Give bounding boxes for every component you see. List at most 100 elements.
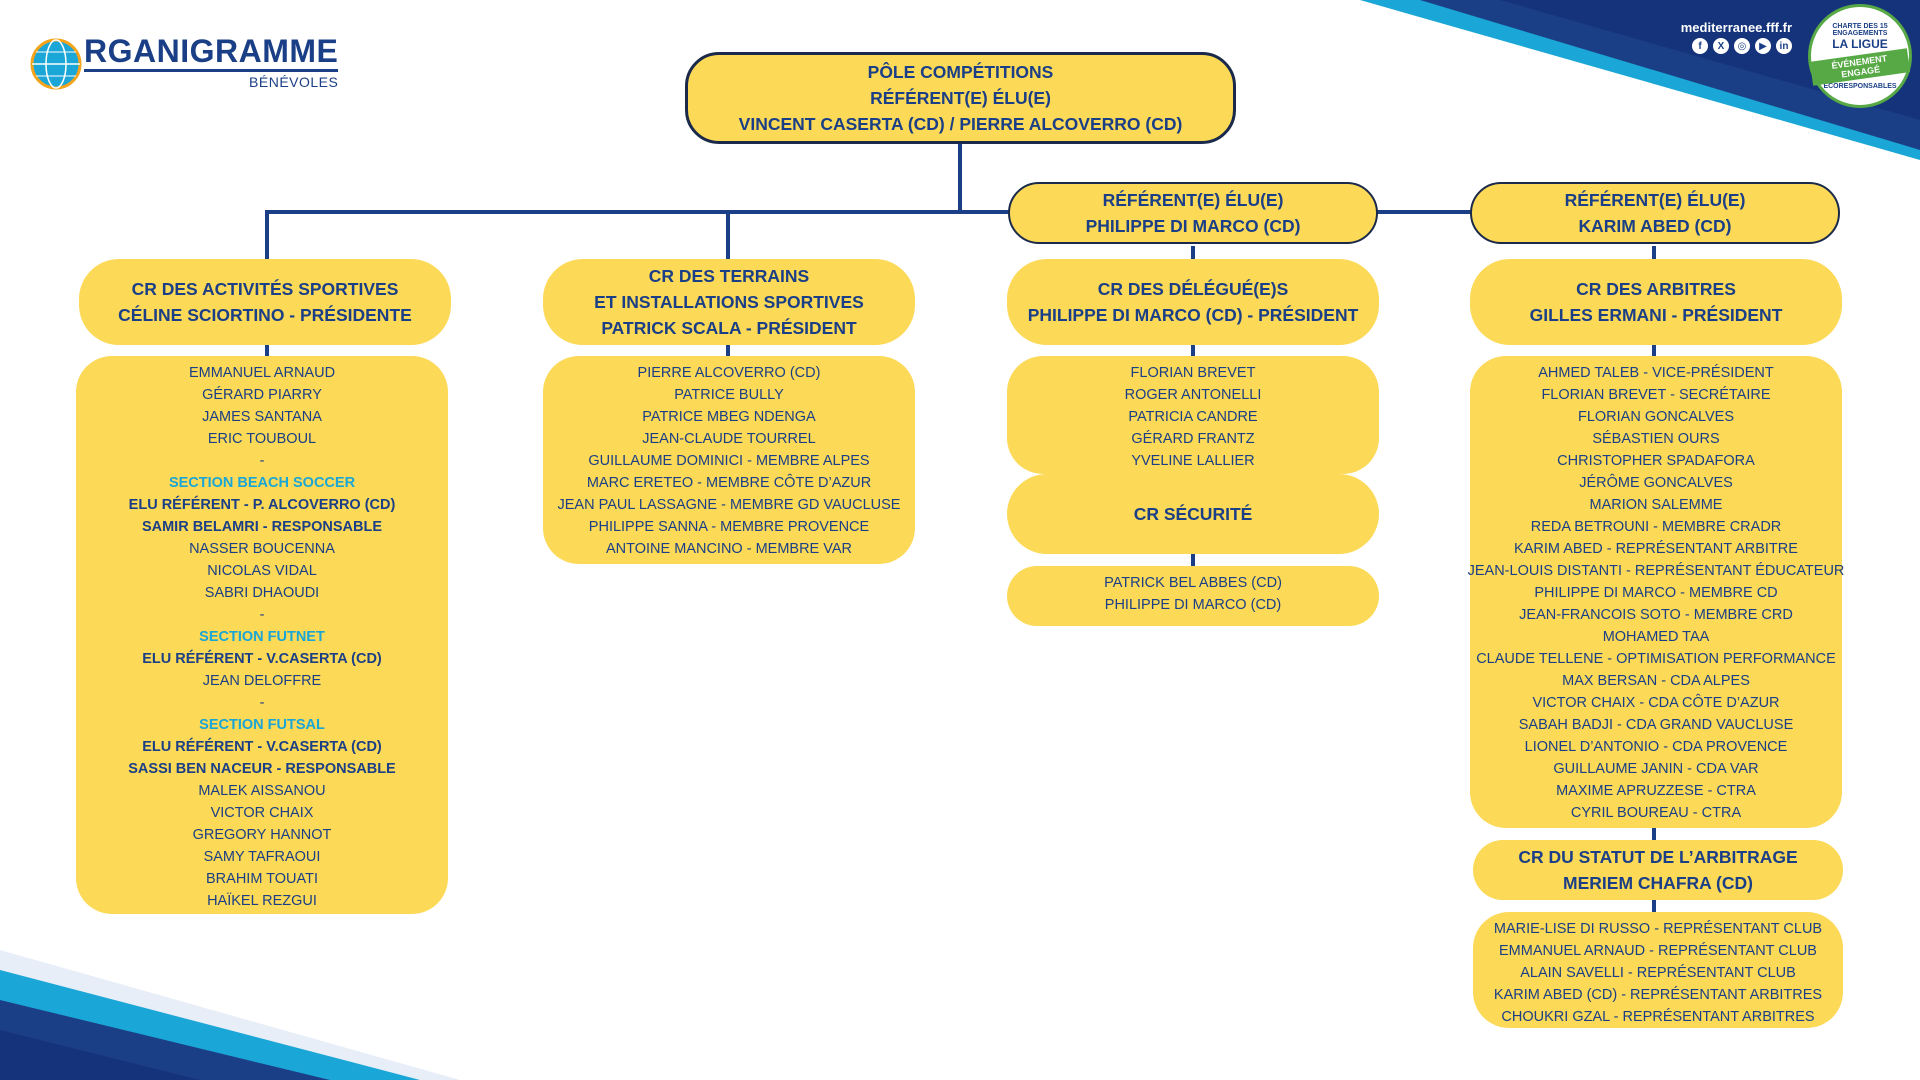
member-item: JEAN PAUL LASSAGNE - MEMBRE GD VAUCLUSE <box>557 497 901 513</box>
eco-badge: CHARTE DES 15 ENGAGEMENTS LA LIGUE ÉVÉNE… <box>1808 4 1912 108</box>
member-item: MALEK AISSANOU <box>198 783 326 799</box>
referent-col3-name: PHILIPPE DI MARCO (CD) <box>1085 216 1301 236</box>
member-item: SASSI BEN NACEUR - RESPONSABLE <box>128 761 396 777</box>
section-title: SECTION BEACH SOCCER <box>168 475 356 491</box>
member-item: GÉRARD PIARRY <box>202 387 322 403</box>
member-item: FLORIAN BREVET - SECRÉTAIRE <box>1541 387 1771 403</box>
col4-president: GILLES ERMANI - PRÉSIDENT <box>1529 305 1783 325</box>
member-item: ALAIN SAVELLI - REPRÉSENTANT CLUB <box>1520 965 1796 981</box>
referent-col4-label: RÉFÉRENT(E) ÉLU(E) <box>1564 190 1746 210</box>
member-item: FLORIAN BREVET <box>1130 365 1256 381</box>
member-item: VICTOR CHAIX - CDA CÔTE D’AZUR <box>1532 695 1780 711</box>
instagram-icon[interactable]: ◎ <box>1734 38 1750 54</box>
badge-line-3: ÉVÉNEMENT ENGAGÉ <box>1809 47 1911 86</box>
member-item: JEAN-CLAUDE TOURREL <box>642 431 816 447</box>
member-item: YVELINE LALLIER <box>1131 453 1255 469</box>
col2-subtitle: ET INSTALLATIONS SPORTIVES <box>594 292 864 312</box>
member-item: JÉRÔME GONCALVES <box>1579 475 1733 491</box>
member-item: HAÏKEL REZGUI <box>207 893 317 909</box>
cr-statut-arbitrage-header: CR DU STATUT DE L’ARBITRAGE MERIEM CHAFR… <box>1473 840 1843 900</box>
header-logo: RGANIGRAMME BÉNÉVOLES <box>30 30 339 90</box>
title-rule <box>84 69 339 72</box>
referent-col3-label: RÉFÉRENT(E) ÉLU(E) <box>1102 190 1284 210</box>
member-item: EMMANUEL ARNAUD <box>188 365 336 381</box>
member-item: SABAH BADJI - CDA GRAND VAUCLUSE <box>1518 717 1794 733</box>
pole-title: PÔLE COMPÉTITIONS <box>867 62 1054 82</box>
connector-col3-sec <box>1191 552 1195 566</box>
connector-top-down <box>958 142 962 212</box>
member-item: JEAN-FRANCOIS SOTO - MEMBRE CRD <box>1519 607 1793 623</box>
connector-col1-list <box>265 344 269 356</box>
header-title-block: RGANIGRAMME BÉNÉVOLES <box>84 34 339 90</box>
member-item: PATRICE MBEG NDENGA <box>642 409 816 425</box>
member-item: KARIM ABED (CD) - REPRÉSENTANT ARBITRES <box>1493 987 1823 1003</box>
member-item: GREGORY HANNOT <box>192 827 332 843</box>
member-item: FLORIAN GONCALVES <box>1577 409 1735 425</box>
bottom-left-stripes <box>0 950 460 1080</box>
col3-title: CR DES DÉLÉGUÉ(E)S <box>1097 279 1289 299</box>
pole-referent-names: VINCENT CASERTA (CD) / PIERRE ALCOVERRO … <box>738 114 1183 134</box>
member-item: ELU RÉFÉRENT - P. ALCOVERRO (CD) <box>128 497 396 513</box>
bottom-left-stripes-svg <box>0 950 460 1080</box>
member-item: MARION SALEMME <box>1589 497 1723 513</box>
member-item: PIERRE ALCOVERRO (CD) <box>637 365 821 381</box>
connector-col2 <box>726 210 730 260</box>
member-item: GUILLAUME JANIN - CDA VAR <box>1553 761 1759 777</box>
linkedin-icon[interactable]: in <box>1776 38 1792 54</box>
member-item: JEAN DELOFFRE <box>202 673 322 689</box>
member-item: - <box>259 607 265 623</box>
member-item: KARIM ABED - REPRÉSENTANT ARBITRE <box>1514 541 1798 557</box>
referent-col3-box: RÉFÉRENT(E) ÉLU(E) PHILIPPE DI MARCO (CD… <box>1008 182 1378 244</box>
member-item: CYRIL BOUREAU - CTRA <box>1570 805 1742 821</box>
cr-securite-header: CR SÉCURITÉ <box>1007 474 1379 554</box>
badge-line-4: ÉCORESPONSABLES <box>1823 82 1897 90</box>
member-item: MAXIME APRUZZESE - CTRA <box>1556 783 1756 799</box>
member-item: MARC ERETEO - MEMBRE CÔTE D’AZUR <box>586 475 872 491</box>
referent-col4-name: KARIM ABED (CD) <box>1578 216 1732 236</box>
social-links: f X ◎ ▶ in <box>1692 38 1792 54</box>
member-item: PHILIPPE SANNA - MEMBRE PROVENCE <box>588 519 870 535</box>
member-item: ERIC TOUBOUL <box>207 431 317 447</box>
pole-competitions-box: PÔLE COMPÉTITIONS RÉFÉRENT(E) ÉLU(E) VIN… <box>685 52 1236 144</box>
member-item: SABRI DHAOUDI <box>204 585 320 601</box>
member-item: CLAUDE TELLENE - OPTIMISATION PERFORMANC… <box>1476 651 1836 667</box>
cr-arbitres-header: CR DES ARBITRES GILLES ERMANI - PRÉSIDEN… <box>1470 259 1842 345</box>
statut-president: MERIEM CHAFRA (CD) <box>1563 873 1753 893</box>
col1-title: CR DES ACTIVITÉS SPORTIVES <box>131 279 399 299</box>
member-item: SÉBASTIEN OURS <box>1592 431 1720 447</box>
member-item: NICOLAS VIDAL <box>207 563 317 579</box>
x-icon[interactable]: X <box>1713 38 1729 54</box>
connector-col4-list <box>1652 344 1656 356</box>
youtube-icon[interactable]: ▶ <box>1755 38 1771 54</box>
cr-securite-title: CR SÉCURITÉ <box>1133 504 1253 524</box>
page-subtitle: BÉNÉVOLES <box>249 74 339 90</box>
member-item: VICTOR CHAIX <box>210 805 314 821</box>
col2-president: PATRICK SCALA - PRÉSIDENT <box>601 318 857 338</box>
facebook-icon[interactable]: f <box>1692 38 1708 54</box>
member-item: LIONEL D’ANTONIO - CDA PROVENCE <box>1524 739 1788 755</box>
col4-title: CR DES ARBITRES <box>1576 279 1736 299</box>
member-item: SAMIR BELAMRI - RESPONSABLE <box>141 519 383 535</box>
section-title: SECTION FUTNET <box>199 629 325 645</box>
member-item: JEAN-LOUIS DISTANTI - REPRÉSENTANT ÉDUCA… <box>1467 563 1845 579</box>
connector-col3-list <box>1191 344 1195 356</box>
badge-line-2: LA LIGUE <box>1832 36 1888 51</box>
pole-referent-label: RÉFÉRENT(E) ÉLU(E) <box>870 88 1051 108</box>
col2-title: CR DES TERRAINS <box>648 266 810 286</box>
member-item: ELU RÉFÉRENT - V.CASERTA (CD) <box>142 651 382 667</box>
cr-securite-members: PATRICK BEL ABBES (CD)PHILIPPE DI MARCO … <box>1007 566 1379 626</box>
member-item: CHRISTOPHER SPADAFORA <box>1557 453 1755 469</box>
connector-col2-list <box>726 344 730 356</box>
member-item: NASSER BOUCENNA <box>189 541 335 557</box>
member-item: GÉRARD FRANTZ <box>1131 431 1255 447</box>
member-item: PHILIPPE DI MARCO (CD) <box>1104 597 1282 613</box>
member-item: JAMES SANTANA <box>202 409 322 425</box>
website-label[interactable]: mediterranee.fff.fr <box>1680 20 1792 35</box>
connector-col3 <box>1191 246 1195 260</box>
col3-president: PHILIPPE DI MARCO (CD) - PRÉSIDENT <box>1027 305 1359 325</box>
member-item: ELU RÉFÉRENT - V.CASERTA (CD) <box>142 739 382 755</box>
badge-line-1: CHARTE DES 15 ENGAGEMENTS <box>1832 22 1888 37</box>
